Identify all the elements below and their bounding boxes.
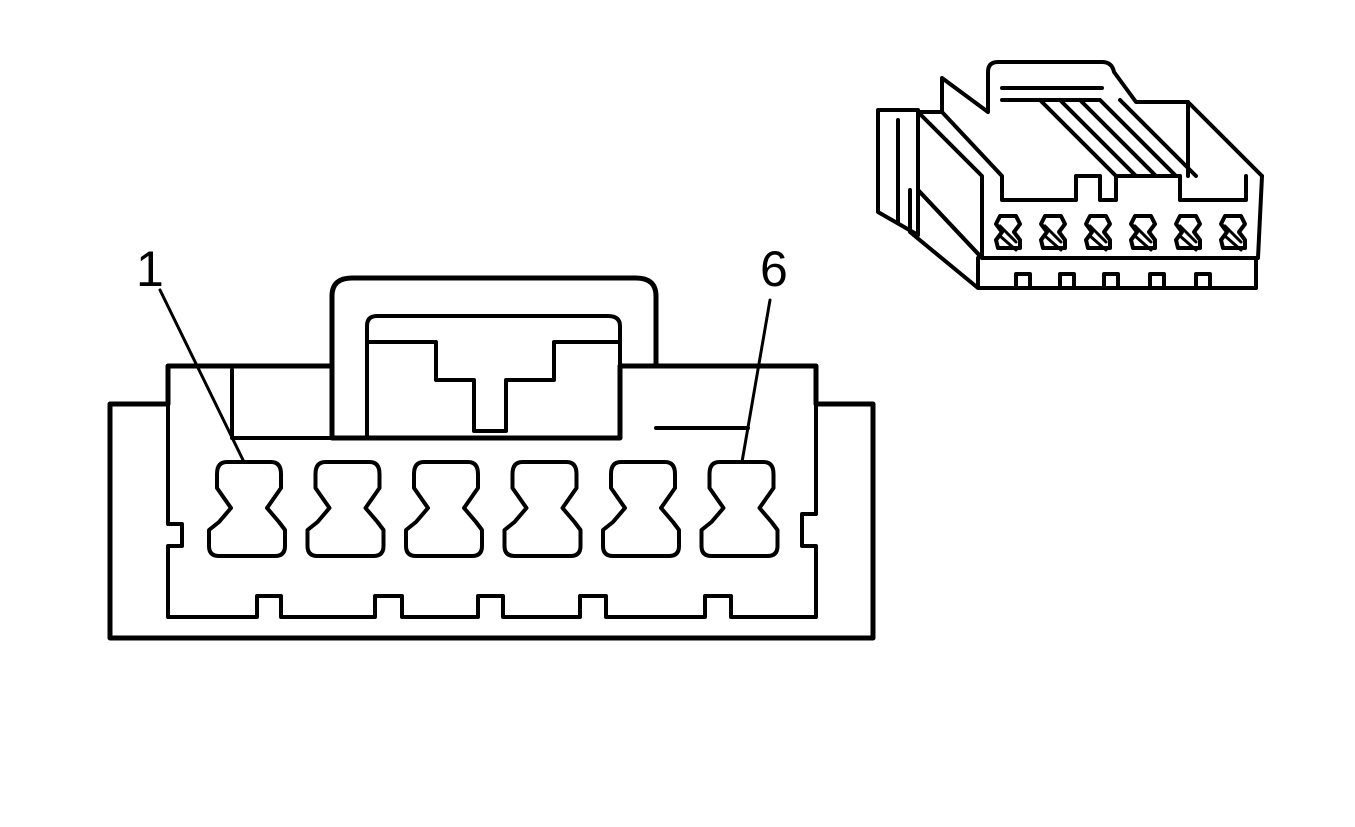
pin-cavity-4 bbox=[502, 460, 583, 558]
iso-pin-hatch-2 bbox=[1043, 224, 1063, 252]
iso-pin-hatch-1 bbox=[998, 224, 1018, 252]
latch-inner-outline bbox=[365, 314, 622, 440]
connector-face-view bbox=[107, 275, 876, 641]
iso-pin-hatch-6 bbox=[1223, 224, 1243, 252]
pin-1-leader-line bbox=[158, 288, 246, 464]
iso-pin-hatch-3 bbox=[1088, 224, 1108, 252]
iso-pin-hatch-5 bbox=[1178, 224, 1198, 252]
iso-skirt-keys bbox=[1014, 272, 1212, 290]
connector-recess-line bbox=[230, 368, 750, 440]
pin-cavity-3 bbox=[404, 460, 484, 558]
iso-left-wing bbox=[876, 108, 920, 237]
iso-side-face bbox=[916, 110, 984, 260]
pin-cavity-2 bbox=[305, 460, 386, 558]
iso-pin-hatch-4 bbox=[1133, 224, 1153, 252]
iso-pin-cavity-5 bbox=[1174, 214, 1202, 250]
iso-pin-cavity-1 bbox=[994, 214, 1022, 250]
iso-lower-skirt bbox=[908, 188, 1258, 290]
pin-1-label: 1 bbox=[136, 241, 164, 297]
iso-body-top bbox=[916, 60, 1264, 178]
connector-latch bbox=[329, 275, 659, 369]
pin-cavities bbox=[207, 460, 780, 558]
iso-pin-cavity-2 bbox=[1039, 214, 1067, 250]
iso-pin-cavities bbox=[994, 214, 1247, 252]
latch-lock-tab bbox=[365, 340, 622, 433]
iso-latch-ridges bbox=[1000, 86, 1198, 178]
iso-pin-cavity-4 bbox=[1129, 214, 1157, 250]
pin-6-label: 6 bbox=[760, 241, 788, 297]
pin-cavity-1 bbox=[207, 460, 287, 558]
iso-pin-cavity-3 bbox=[1084, 214, 1112, 250]
iso-pin-cavity-6 bbox=[1219, 214, 1247, 250]
pin-cavity-6 bbox=[699, 460, 780, 558]
pin-cavity-5 bbox=[601, 460, 681, 558]
connector-inner-face bbox=[166, 402, 818, 619]
pin-6-leader-line bbox=[740, 298, 772, 464]
connector-isometric-view bbox=[876, 60, 1264, 290]
iso-top-deck bbox=[940, 100, 1248, 202]
